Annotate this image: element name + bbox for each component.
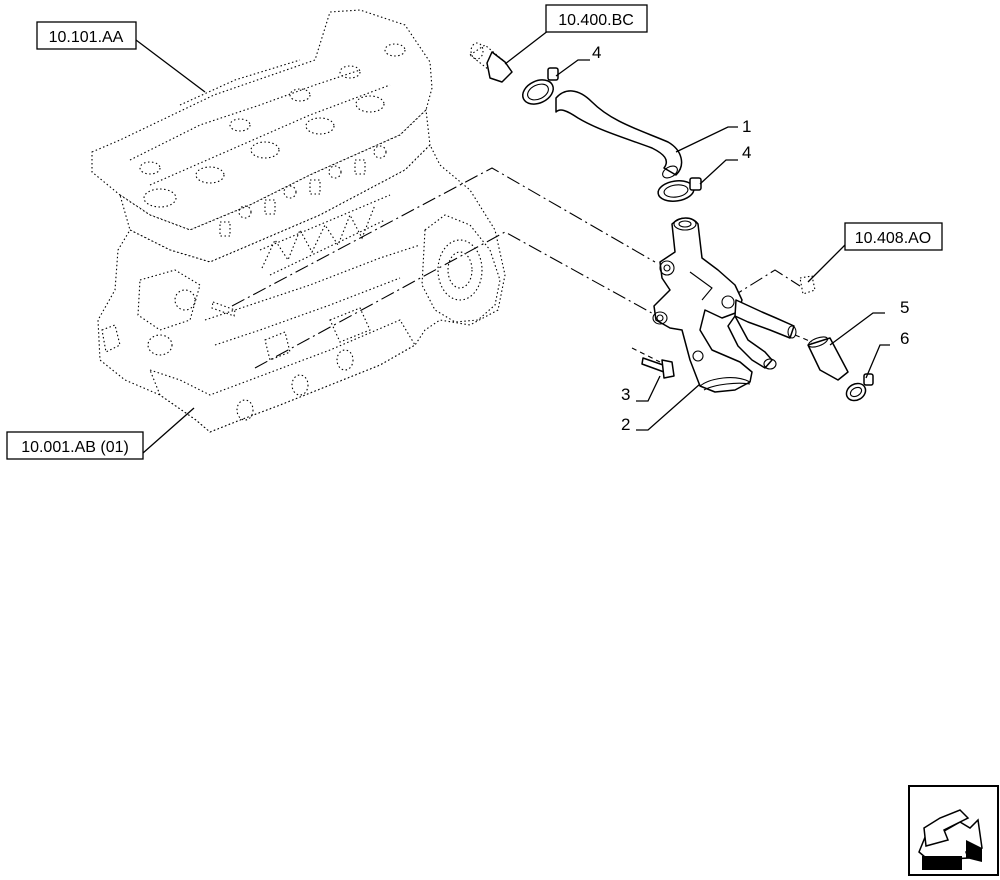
bolt-part [641, 357, 675, 379]
alignment-lines [231, 167, 813, 369]
reference-hose-top: 10.400.BC [504, 4, 648, 65]
callout-number: 3 [621, 385, 630, 404]
sensor-fitting [799, 275, 816, 295]
reference-block-bottom: 10.001.AB (01) [6, 407, 195, 460]
water-pump-housing [652, 217, 797, 393]
callout-number: 2 [621, 415, 630, 434]
callout-4-top: 4 [555, 43, 601, 77]
callout-number: 4 [742, 143, 751, 162]
reference-label: 10.408.AO [855, 230, 932, 247]
small-hose-assembly [807, 336, 874, 402]
reference-label: 10.001.AB (01) [21, 439, 129, 456]
reference-sensor: 10.408.AO [807, 222, 943, 283]
reference-block-top: 10.101.AA [36, 21, 206, 93]
callout-3: 3 [621, 375, 661, 404]
upper-hose-assembly [469, 42, 702, 202]
arrow-back-icon[interactable] [908, 785, 999, 876]
callout-1: 1 [675, 117, 751, 153]
callout-number: 1 [742, 117, 751, 136]
callout-number: 5 [900, 298, 909, 317]
callout-4-mid: 4 [699, 143, 751, 185]
callout-number: 6 [900, 329, 909, 348]
callout-5: 5 [829, 298, 909, 346]
reference-label: 10.101.AA [49, 29, 124, 46]
reference-label: 10.400.BC [558, 12, 634, 29]
callout-number: 4 [592, 43, 601, 62]
callout-6: 6 [865, 329, 909, 379]
engine-block-illustration [91, 9, 506, 433]
callout-2: 2 [621, 383, 701, 434]
